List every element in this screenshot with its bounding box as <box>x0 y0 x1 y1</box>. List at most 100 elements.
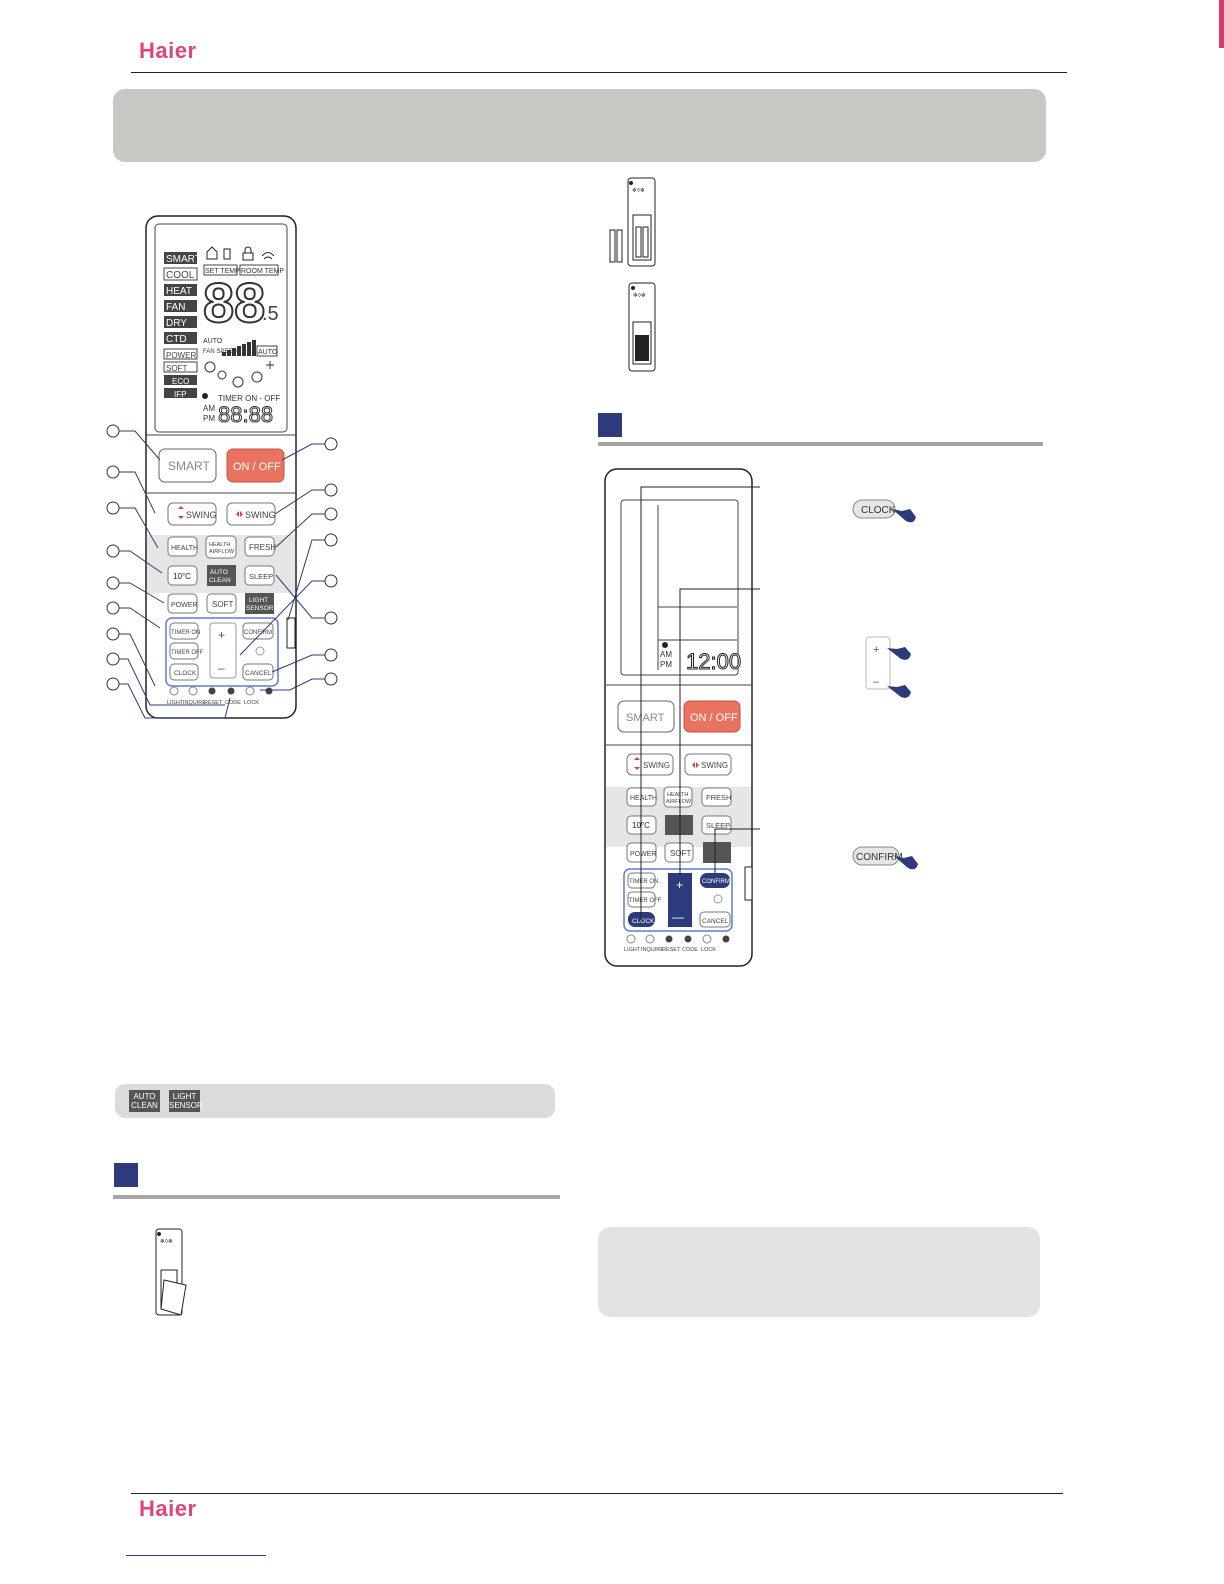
btn-timer-off-label: TIMER OFF <box>171 650 204 656</box>
mode-heat: HEAT <box>166 286 192 297</box>
rbtn-timer-off-label: TIMER OFF <box>629 898 662 904</box>
mode-smart: SMART <box>166 254 201 265</box>
rbtn-onoff-label: ON / OFF <box>690 712 738 724</box>
btn-power-label: POWER <box>171 602 197 609</box>
svg-text:AIRFLOW: AIRFLOW <box>666 799 692 805</box>
svg-text:❄◊❄: ❄◊❄ <box>633 292 646 299</box>
lcd-am: AM <box>203 404 215 413</box>
haier-logo-header: Haier <box>139 38 197 63</box>
lcd-decimal: .5 <box>262 303 279 325</box>
btn-swing-h-label: SWING <box>245 510 276 520</box>
rbtn-health-label: HEALTH <box>630 795 657 802</box>
page-edge-mark <box>1219 0 1224 48</box>
mode-dry: DRY <box>166 318 187 329</box>
rbtn-soft-label: SOFT <box>670 849 691 858</box>
callout-clock: CLOCK <box>852 499 916 523</box>
btn-10c-label: 10°C <box>173 572 191 581</box>
rbtn-swing-h-label: SWING <box>701 761 728 770</box>
mode-eco: ECO <box>172 377 189 386</box>
btn-fresh-label: FRESH <box>249 543 276 552</box>
callout-plus-minus: + – <box>865 636 911 698</box>
section-rule-left <box>113 1195 560 1199</box>
auto-clean-badge: AUTO CLEAN <box>129 1090 160 1112</box>
rbtn-minus-label: — <box>672 910 684 924</box>
smile-icon <box>232 376 244 388</box>
lcd-timer-label: TIMER ON - OFF <box>218 394 280 403</box>
mode-fan: FAN <box>166 302 185 313</box>
rlbl-light: LIGHT <box>624 947 641 953</box>
section-rule-right <box>598 442 1043 446</box>
rbtn-swing-v-label: SWING <box>643 761 670 770</box>
btn-timer-on-label: TIMER ON <box>171 630 200 636</box>
mode-ctd: CTD <box>166 334 187 345</box>
btn-auto-clean-label: AUTO <box>210 569 228 576</box>
wifi-icon <box>261 252 275 260</box>
battery-icon <box>223 248 231 260</box>
btn-smart-label: SMART <box>168 459 210 473</box>
battery-cover-illustration: ❄◊❄ <box>155 1228 187 1316</box>
leaf-icon <box>204 361 216 373</box>
lbl-lock: LOCK <box>244 700 259 706</box>
svg-text:SENSOR: SENSOR <box>246 605 274 612</box>
callout-confirm: CONFIRM <box>852 846 918 870</box>
hand-pointer-icon <box>887 685 911 698</box>
rlbl-code: CODE <box>682 947 698 953</box>
btn-confirm-label: CONFIRM <box>244 630 272 636</box>
lcd-auto-2: AUTO <box>258 349 278 356</box>
callout-plus-label: + <box>873 644 879 656</box>
section-marker-left <box>114 1163 138 1187</box>
haier-logo-footer: Haier <box>139 1496 197 1521</box>
rbtn-plus-label: + <box>676 878 683 892</box>
battery-closed-illustration: ❄◊❄ <box>628 282 656 372</box>
callout-minus-label: – <box>873 676 880 688</box>
footer-rule <box>131 1493 1063 1494</box>
light-sensor-badge: LIGHT SENSOR <box>169 1090 203 1112</box>
lcd-big-digits: 88 <box>203 271 265 334</box>
clock-dot-icon <box>202 393 208 399</box>
mode-ifp: IFP <box>174 390 186 399</box>
btn-health-airflow-label: HEALTH <box>209 542 230 548</box>
light-icon <box>266 361 274 369</box>
btn-onoff-label: ON / OFF <box>233 461 281 473</box>
btn-swing-v-label: SWING <box>186 510 217 520</box>
callout-clock-label: CLOCK <box>861 505 896 516</box>
btn-health-label: HEALTH <box>171 545 198 552</box>
footer-link-underline <box>126 1555 266 1556</box>
battery-insert-illustration: ❄◊❄ <box>609 177 656 267</box>
rbtn-sleep-label: SLEEP <box>706 821 730 830</box>
hand-pointer-icon <box>887 647 911 660</box>
lcd-room-temp-label: ROOM TEMP <box>241 268 284 275</box>
svg-text:❄◊❄: ❄◊❄ <box>160 1238 173 1245</box>
rbtn-cancel-label: CANCEL <box>702 918 729 925</box>
mode-cool: COOL <box>166 270 195 281</box>
rlbl-reset: RESET <box>662 947 681 953</box>
lcd-pm: PM <box>203 414 215 423</box>
lcd-set-temp-label: SET TEMP <box>205 268 240 275</box>
btn-minus-label: – <box>218 661 225 675</box>
remote-right-diagram: AM PM 12:00 SMART ON / OFF SWING SWING H… <box>604 468 760 967</box>
btn-clock-label: CLOCK <box>174 670 197 677</box>
lock-icon <box>242 252 254 261</box>
lcd-auto-label: AUTO <box>203 338 223 345</box>
lbl-light: LIGHT <box>167 700 184 706</box>
rbtn-health-airflow-label: HEALTH <box>667 792 688 798</box>
svg-text:CLEAN: CLEAN <box>209 577 231 584</box>
rlcd-am: AM <box>660 650 672 659</box>
rlcd-pm: PM <box>660 660 672 669</box>
fan-speed-bars <box>222 340 256 356</box>
lcd-fan-speed-label: FAN SPEED <box>203 349 237 355</box>
rlcd-clock: 12:00 <box>686 649 741 674</box>
title-banner <box>113 89 1046 162</box>
sensor-icon <box>251 371 263 383</box>
rbtn-timer-on-label: TIMER ON <box>629 879 658 885</box>
hand-pointer-icon <box>894 856 918 870</box>
header-rule <box>131 72 1067 73</box>
rlbl-inquire: INQUIRE <box>641 947 664 953</box>
btn-cancel-label: CANCEL <box>245 670 272 677</box>
hand-pointer-icon <box>892 509 916 523</box>
rbtn-clock-label: CLOCK <box>632 918 655 925</box>
btn-light-sensor-label: LIGHT <box>249 597 268 604</box>
btn-soft-label: SOFT <box>212 600 233 609</box>
mode-power: POWER <box>166 351 196 360</box>
svg-text:❄◊❄: ❄◊❄ <box>632 187 645 194</box>
